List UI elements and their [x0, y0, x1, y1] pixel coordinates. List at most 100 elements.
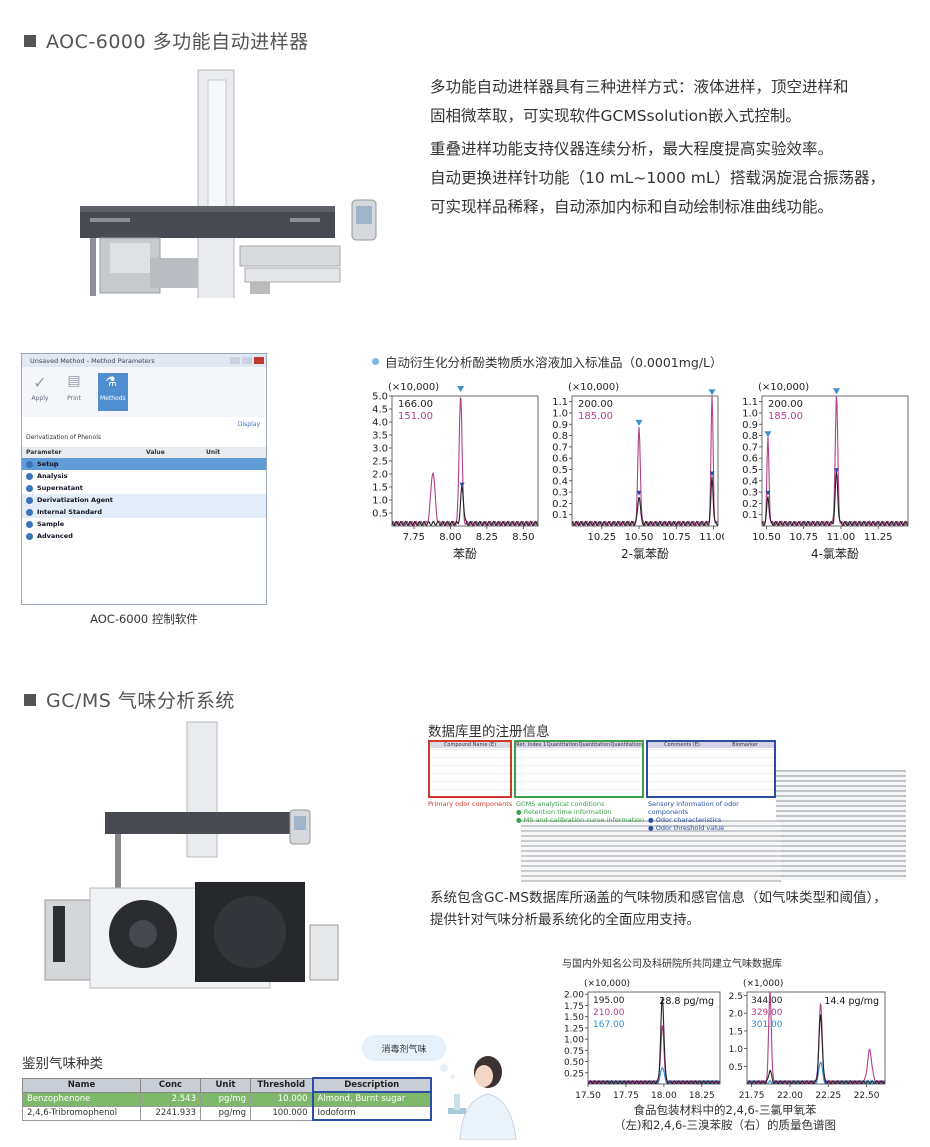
expand-icon — [26, 532, 33, 540]
param-row-internal-standard[interactable]: Internal Standard — [22, 506, 266, 518]
y-tick-label: 0.50 — [564, 1058, 584, 1068]
param-row-sample[interactable]: Sample — [22, 518, 266, 530]
param-row-advanced[interactable]: Advanced — [22, 530, 266, 542]
window-titlebar: Unsaved Method - Method Parameters — [22, 354, 266, 367]
peak-marker-icon — [764, 431, 772, 438]
peak-marker-icon — [635, 419, 643, 426]
y-tick-label: 1.1 — [552, 397, 568, 408]
chart-title: 苯酚 — [453, 547, 477, 561]
apply-button[interactable]: ✓ Apply — [31, 373, 49, 402]
param-row-derivatization[interactable]: Derivatization Agent — [22, 494, 266, 506]
axis-multiplier: (×10,000) — [568, 382, 619, 393]
trace-301-00 — [747, 1061, 885, 1084]
text-line: 固相微萃取，可实现软件GCMSsolution嵌入式控制。 — [430, 107, 801, 125]
text-line: 多功能自动进样器具有三种进样方式：液体进样，顶空进样和 — [430, 78, 849, 96]
y-tick-label: 1.50 — [564, 1013, 584, 1023]
y-tick-label: 0.8 — [742, 431, 758, 442]
trace-167-00 — [588, 1067, 720, 1084]
x-tick-label: 8.00 — [439, 532, 461, 543]
axis-multiplier: (×10,000) — [758, 382, 809, 393]
expand-icon — [26, 508, 33, 516]
x-tick-label: 10.75 — [662, 532, 691, 543]
text-line: 重叠进样功能支持仪器连续分析，最大程度提高实验效率。 — [430, 140, 834, 158]
section-marker-icon — [24, 34, 36, 47]
param-row-supernatant[interactable]: Supernatant — [22, 482, 266, 494]
check-icon: ✓ — [33, 373, 47, 392]
legend-entry: 301.00 — [751, 1020, 783, 1030]
y-tick-label: 3.5 — [372, 431, 388, 442]
x-tick-label: 17.75 — [613, 1091, 639, 1101]
x-tick-label: 11.25 — [864, 532, 893, 543]
trace-group — [572, 396, 718, 526]
col-header: Name — [22, 1077, 141, 1093]
window-buttons[interactable] — [230, 357, 266, 367]
peak-marker-icon — [708, 389, 716, 396]
x-tick-label: 22.50 — [854, 1091, 880, 1101]
y-tick-label: 1.00 — [564, 1036, 584, 1046]
plot-frame — [746, 991, 886, 1085]
x-tick-label: 22.25 — [815, 1091, 841, 1101]
x-tick-label: 10.50 — [752, 532, 781, 543]
expand-icon — [26, 496, 33, 504]
y-tick-label: 0.2 — [742, 499, 758, 510]
y-tick-label: 0.5 — [552, 465, 568, 476]
y-tick-label: 1.5 — [372, 483, 388, 494]
methods-button[interactable]: ⚗ Methods — [98, 373, 128, 411]
y-tick-label: 4.0 — [372, 418, 388, 429]
researcher-image — [448, 1056, 517, 1140]
y-tick-label: 0.6 — [552, 454, 568, 465]
y-tick-label: 0.5 — [742, 465, 758, 476]
legend-red: Primary odor components — [428, 800, 513, 808]
x-tick-label: 11.00 — [827, 532, 856, 543]
legend-entry: 200.00 — [578, 399, 613, 410]
trace-group — [762, 396, 908, 526]
y-tick-label: 4.5 — [372, 405, 388, 416]
param-row-analysis[interactable]: Analysis — [22, 470, 266, 482]
table-row[interactable]: Benzophenone 2.543 pg/mg 10.000 Almond, … — [22, 1091, 432, 1107]
db-green-box: Ret. Index 1 Quantitation Quantitation Q… — [514, 740, 644, 798]
methods-icon: ⚗ — [105, 375, 117, 390]
trace-166-00 — [392, 485, 538, 526]
x-tick-label: 11.00 — [699, 532, 724, 543]
y-tick-label: 0.9 — [552, 420, 568, 431]
trace-200-00 — [572, 476, 718, 526]
legend-entry: 210.00 — [593, 1008, 625, 1018]
y-tick-label: 1.0 — [552, 408, 568, 419]
section-title-gcms: GC/MS 气味分析系统 — [24, 686, 235, 713]
trace-344-00 — [747, 1014, 885, 1084]
x-tick-label: 8.25 — [476, 532, 498, 543]
print-icon: ▤ — [67, 373, 81, 389]
plot-frame — [761, 395, 909, 527]
expand-icon — [26, 484, 33, 492]
trace-195-00 — [588, 998, 720, 1084]
y-tick-label: 3.0 — [372, 444, 388, 455]
expand-icon — [26, 520, 33, 528]
chart-trichloroanisole: (×10,000)0.250.500.751.001.251.501.752.0… — [564, 979, 721, 1101]
expand-icon — [26, 472, 33, 480]
display-link[interactable]: Display — [237, 421, 260, 428]
print-button[interactable]: ▤ Print — [64, 373, 84, 411]
y-tick-label: 0.4 — [742, 476, 758, 487]
y-tick-label: 2.5 — [729, 992, 743, 1002]
legend-entry: 151.00 — [398, 411, 433, 422]
x-tick-label: 22.00 — [777, 1091, 803, 1101]
text-line: 提供针对气味分析最系统化的全面应用支持。 — [430, 912, 700, 928]
legend-entry: 185.00 — [578, 411, 613, 422]
chart-phenol: (×10,000)0.51.01.52.02.53.03.54.04.55.07… — [372, 382, 539, 561]
x-tick-label: 7.75 — [403, 532, 425, 543]
y-tick-label: 1.75 — [564, 1002, 584, 1012]
table-row[interactable]: 2,4,6-Tribromophenol 2241.933 pg/mg 100.… — [22, 1105, 432, 1121]
db-red-box: Compound Name (E) — [428, 740, 512, 798]
db-blue-box: Comments (E) Biomarker — [646, 740, 776, 798]
col-header: Description — [311, 1077, 432, 1093]
y-tick-label: 0.9 — [742, 420, 758, 431]
param-row-setup[interactable]: Setup — [22, 458, 266, 470]
section-title-aoc: AOC-6000 多功能自动进样器 — [24, 27, 309, 54]
y-tick-label: 5.0 — [372, 392, 388, 403]
legend-entry: 344.00 — [751, 996, 783, 1006]
y-tick-label: 0.7 — [742, 442, 758, 453]
toolbar: ✓ Apply ▤ Print ⚗ Methods — [22, 367, 266, 417]
trace-151-00 — [392, 397, 538, 526]
col-header: Conc — [140, 1077, 201, 1093]
x-tick-label: 17.50 — [575, 1091, 601, 1101]
